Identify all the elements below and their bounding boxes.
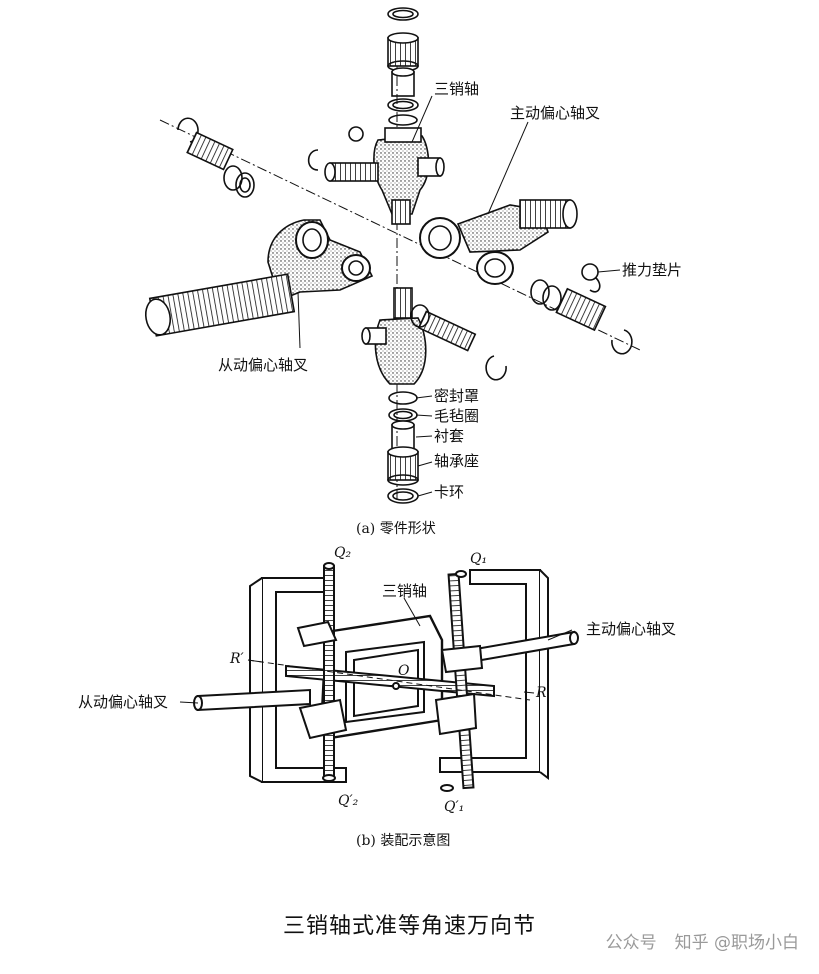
label-driven-yoke-a: 从动偏心轴叉 (218, 356, 309, 374)
label-tripod-shaft-b: 三销轴 (382, 582, 428, 600)
driving-shaft (469, 630, 575, 664)
label-driving-yoke-a: 主动偏心轴叉 (510, 104, 601, 122)
watermark-left: 公众号 (605, 933, 657, 953)
exploded-view (144, 7, 641, 504)
leader-lines-a (297, 95, 621, 497)
symbol-q2-prime: Q′₂ (338, 793, 359, 809)
left-upper-stack (177, 117, 255, 198)
watermark-right: 知乎 @职场小白 (674, 933, 799, 953)
driven-shaft (197, 688, 311, 712)
watermark: 公众号知乎 @职场小白 (606, 928, 799, 953)
label-driving-yoke-b: 主动偏心轴叉 (586, 620, 677, 638)
label-thrust-washer: 推力垫片 (622, 261, 683, 279)
thrust-washer (581, 263, 601, 293)
horizontal-pin (285, 664, 495, 698)
pin-q1 (447, 572, 475, 790)
top-bearing-stack (387, 7, 419, 126)
symbol-q1-prime: Q′₁ (444, 799, 465, 815)
right-lower-stack (530, 279, 633, 355)
bottom-bearing-stack (387, 391, 419, 504)
label-bushing: 衬套 (434, 427, 465, 445)
symbol-r-prime: R′ (230, 651, 244, 667)
label-snap-ring: 卡环 (434, 483, 465, 501)
tripod-shaft-lower (361, 287, 507, 385)
leader-lines-b (179, 597, 573, 704)
symbol-q1: Q₁ (470, 551, 488, 567)
label-tripod-shaft-a: 三销轴 (434, 80, 480, 98)
driven-eccentric-yoke (144, 219, 374, 337)
center-point-o (392, 682, 400, 690)
symbol-q2: Q₂ (334, 545, 352, 561)
label-felt-ring: 毛毡圈 (434, 407, 480, 425)
label-seal-cover: 密封罩 (434, 387, 480, 405)
label-driven-yoke-b: 从动偏心轴叉 (78, 693, 169, 711)
caption-a: (a) 零件形状 (356, 521, 436, 537)
driving-eccentric-yoke (419, 199, 578, 285)
assembly-diagram (179, 562, 579, 792)
symbol-o: O (398, 663, 410, 679)
label-bearing-seat: 轴承座 (434, 452, 480, 470)
symbol-r: R (536, 685, 547, 701)
caption-b: (b) 装配示意图 (356, 833, 451, 849)
figure-title: 三销轴式准等角速万向节 (282, 914, 536, 939)
tripod-shaft-upper (307, 126, 445, 225)
